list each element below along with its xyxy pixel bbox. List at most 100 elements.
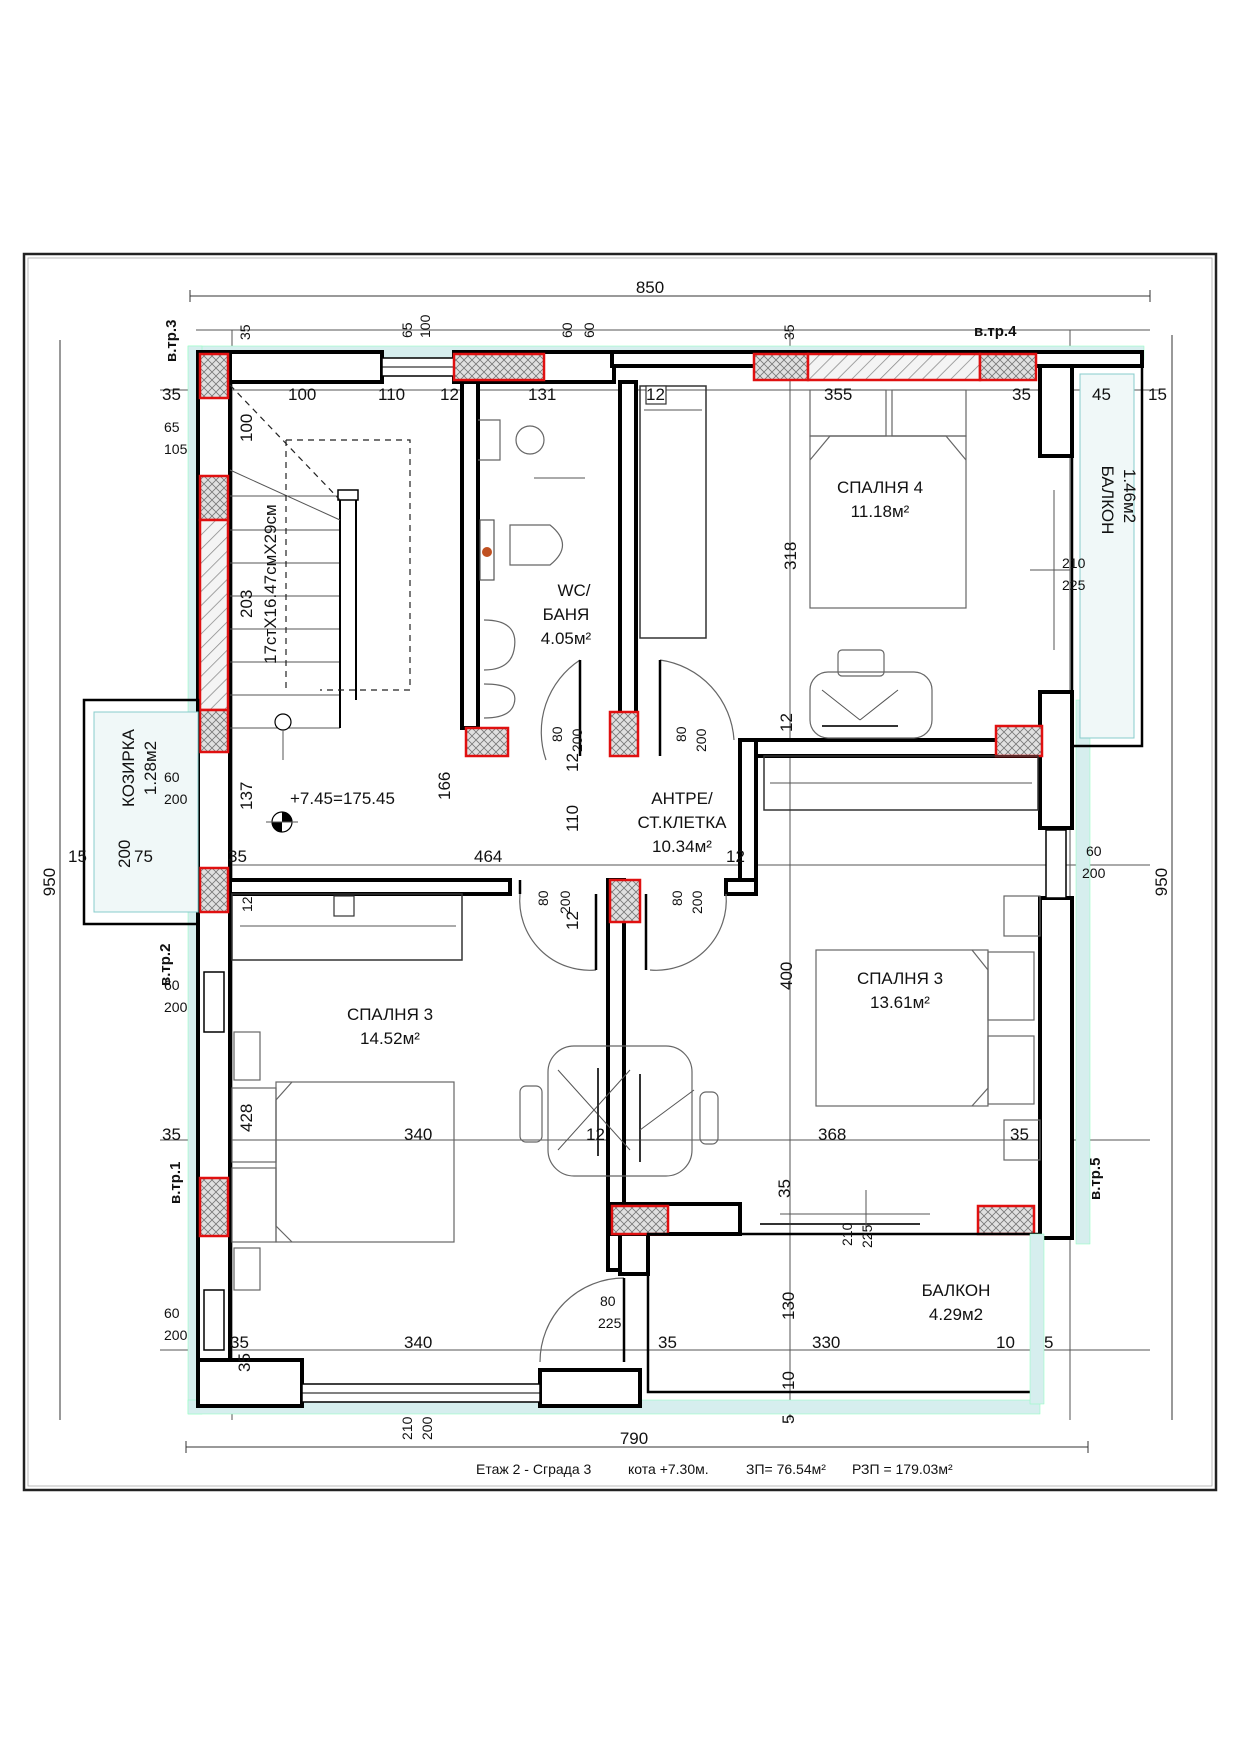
dim-top-60a: 60 [559,322,575,338]
dim-row1-12a: 12 [440,385,459,404]
stairs-note: 17стХ16.47смХ29см [261,504,280,664]
dim-left-60b: 60 [164,977,180,993]
room-wc-line1: WC/ [557,581,590,600]
footer-zp: ЗП= 76.54м² [746,1461,826,1477]
staircase [229,384,411,760]
dim-lower-225a: 225 [859,1224,875,1248]
dim-lower-12: 12 [586,1125,605,1144]
dim-top-35-left: 35 [237,324,253,340]
dim-door3-width: 80 [535,890,551,906]
dim-bottom-210: 210 [399,1416,415,1440]
dim-door5-width: 80 [600,1293,616,1309]
dim-bottom-35c: 35 [235,1353,254,1372]
dim-top-60b: 60 [581,322,597,338]
dim-lower-35a: 35 [162,1125,181,1144]
wall-wc-left [460,380,480,730]
dim-row1-35b: 35 [1012,385,1031,404]
dim-row1-35: 35 [162,385,181,404]
room-bed4-area: 11.18м² [851,502,910,521]
dim-mid-12d: 12 [777,713,796,732]
dim-mid-75: 75 [134,847,153,866]
doors [518,659,735,1363]
room-bed3l-area: 14.52м² [360,1029,420,1048]
room-bed3r-name: СПАЛНЯ 3 [857,969,943,988]
beam-top-bed4 [806,352,982,382]
dim-mid-60: 60 [1086,843,1102,859]
wall-right-lower [1038,896,1074,1240]
column-tr2 [198,866,230,914]
balcony-bottom-edge [1029,1233,1045,1405]
column-top-wc [452,352,546,382]
dim-bottom-200b: 200 [419,1416,435,1440]
inner-frame [27,257,1213,1487]
dim-left-12: 12 [239,896,255,912]
dim-row1-45: 45 [1092,385,1111,404]
room-hall-line1: АНТРЕ/ [651,789,713,808]
axis-label-tr3: в.тр.3 [163,320,180,362]
dim-mid-12a: 12 [563,753,582,772]
wardrobe-bed3r [763,755,1039,811]
room-balcony-bottom-area: 4.29м2 [929,1305,983,1324]
footer-level: кота +7.30м. [628,1461,709,1477]
dim-row1-131: 131 [528,385,556,404]
wc-fixtures [478,419,585,719]
dim-lower-35b: 35 [1010,1125,1029,1144]
dim-left-65: 65 [164,419,180,435]
bed3r-furniture [760,895,1041,1230]
dim-mid-318: 318 [781,542,800,570]
column-top-bed4-left [752,352,810,382]
dim-mid-200: 200 [1082,865,1106,881]
dim-bottom-10: 10 [996,1333,1015,1352]
room-hall-area: 10.34м² [652,837,712,856]
dim-left-428: 428 [237,1104,256,1132]
axis-label-tr5: в.тр.5 [1087,1158,1104,1200]
beam-left [198,518,230,712]
wall-bed3l-top [228,878,512,896]
axis-label-tr1: в.тр.1 [167,1162,184,1204]
dim-left-105: 105 [164,441,188,457]
dim-mid-12b: 12 [563,911,582,930]
dim-row1-15: 15 [1148,385,1167,404]
room-wc-area: 4.05м² [541,629,592,648]
room-hall-line2: СТ.КЛЕТКА [638,813,728,832]
balcony-top-outline [1070,364,1144,748]
room-balcony-top-area: 1.46м2 [1120,469,1139,523]
column-tr4 [978,352,1038,382]
dim-mid-110: 110 [563,805,582,832]
elevation-label: +7.45=175.45 [290,789,395,808]
dim-door1-height: 200 [569,728,585,752]
dim-mid-400: 400 [777,962,796,990]
dim-door4-width: 80 [669,890,685,906]
wall-wc-right [618,380,638,730]
room-balcony-bottom-name: БАЛКОН [922,1281,991,1300]
dim-left-60a: 60 [164,769,180,785]
outer-frame [22,252,1218,1492]
bed3l-furniture [231,1031,719,1291]
dim-bottom-130: 130 [779,1292,798,1320]
balcony-top-fill [1079,373,1135,739]
footer-rzp: РЗП = 179.03м² [852,1461,953,1477]
dim-lower-210a: 210 [839,1222,855,1246]
dim-bottom-5: 5 [1044,1333,1053,1352]
axis-label-tr4: в.тр.4 [974,323,1017,340]
dim-overall-height-right: 950 [1152,868,1171,896]
dim-row1-12b: 12 [646,385,665,404]
column-balcony-left [610,1204,670,1236]
room-canopy-name: КОЗИРКА [119,728,138,807]
wall-balcony-stub [618,1232,650,1276]
dim-lower-225b: 225 [1062,577,1086,593]
dim-overall-width: 850 [636,278,664,297]
dim-left-137: 137 [237,782,256,810]
dim-lower-210b: 210 [1062,555,1086,571]
room-balcony-top-name: БАЛКОН [1098,466,1117,535]
dim-row1-100: 100 [288,385,316,404]
column-wc [464,726,510,758]
wall-hall-right [738,738,758,892]
dim-left-100: 100 [237,414,256,442]
canopy-fill [93,711,199,913]
dim-door2-width: 80 [673,726,689,742]
dim-bottom-35b: 35 [658,1333,677,1352]
dim-bottom-35a: 35 [230,1333,249,1352]
dim-left-200c: 200 [164,1327,188,1343]
